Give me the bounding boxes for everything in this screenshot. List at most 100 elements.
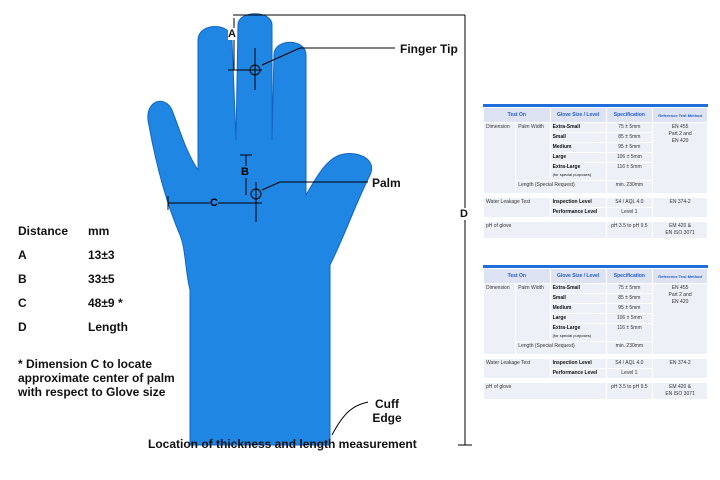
dimension-note-line: * Dimension C to locate <box>18 357 153 371</box>
table-cell-text: EN 455 <box>671 124 689 130</box>
table-cell: Performance Level <box>549 368 607 379</box>
table-cell-text: Part 2 and <box>668 131 692 137</box>
table-cell: Length (Special Request) <box>515 180 607 194</box>
table-cell: pH 3.5 to pH 9.5 <box>605 382 654 400</box>
distance-row: C 48±9 * <box>18 296 128 320</box>
distance-row: D Length <box>18 320 128 344</box>
table-cell: 75 ± 5mm <box>605 122 654 133</box>
dim-d-label: D <box>460 208 468 220</box>
table-cell: Reference Test Method <box>652 107 708 123</box>
table-cell: Glove Size / Level <box>549 268 607 284</box>
table-cell: Extra-Small <box>549 283 607 294</box>
table-cell: Medium <box>549 142 607 153</box>
table-top-bar <box>483 104 708 107</box>
table-cell: 85 ± 5mm <box>605 132 654 143</box>
table-cell: pH of glove <box>483 221 607 239</box>
palm-crosshair-icon <box>250 188 262 200</box>
distance-key: C <box>18 296 27 310</box>
table-cell: EN 374-2 <box>652 358 708 379</box>
table-cell: Extra-Small <box>549 122 607 133</box>
table-cell: 106 ± 5mm <box>605 313 654 324</box>
table-cell: Extra-Large (for special purposes) <box>549 162 607 181</box>
table-cell: Dimension <box>482 122 517 194</box>
table-cell: EN 374-2 <box>652 197 708 218</box>
table-cell-text: EN 455 <box>671 285 689 291</box>
table-cell: 116 ± 5mm <box>605 162 654 181</box>
table-cell: Extra-Large (for special purposes) <box>549 323 607 342</box>
table-cell: pH of glove <box>483 382 607 400</box>
table-cell: Medium <box>549 303 607 314</box>
table-cell-text: EN 420 <box>671 138 689 144</box>
table-cell-text: EN ISO 3071 <box>665 230 695 236</box>
table-cell: Inspection Level <box>549 358 607 369</box>
dim-c-label: C <box>210 197 218 209</box>
table-cell: Level 1 <box>605 207 654 218</box>
table-cell-text: Extra-Large <box>552 325 581 331</box>
table-cell: Test On <box>483 268 551 284</box>
table-cell-text: EM 420 & <box>669 223 692 229</box>
cuff-edge-label-line-2: Edge <box>372 411 402 425</box>
table-cell: 95 ± 5mm <box>605 142 654 153</box>
finger-tip-crosshair-icon <box>249 64 261 76</box>
table-cell-text: Extra-Large <box>552 164 581 170</box>
distance-value: Length <box>88 320 128 334</box>
table-cell: 85 ± 5mm <box>605 293 654 304</box>
table-cell: Glove Size / Level <box>549 107 607 123</box>
table-cell: Inspection Level <box>549 197 607 208</box>
table-cell: Water Leakage Test <box>483 197 551 218</box>
table-cell-text: EN 420 <box>671 299 689 305</box>
table-cell: Large <box>549 152 607 163</box>
table-cell: Reference Test Method <box>652 268 708 284</box>
table-cell-text: (for special purposes) <box>552 172 592 177</box>
dim-a-label: A <box>228 28 236 40</box>
table-cell-text: (for special purposes) <box>552 333 592 338</box>
table-cell-text: EN ISO 3071 <box>665 391 695 397</box>
table-cell: Large <box>549 313 607 324</box>
cuff-edge-label-line-1: Cuff <box>375 397 399 411</box>
table-cell: Length (Special Request) <box>515 341 607 355</box>
distance-value: 13±3 <box>88 248 115 262</box>
dimension-note-line: approximate center of palm <box>18 371 175 385</box>
table-cell: 106 ± 5mm <box>605 152 654 163</box>
table-cell: S4 / AQL 4.0 <box>605 358 654 369</box>
caption: Location of thickness and length measure… <box>148 437 417 451</box>
table-cell: EM 420 &EN ISO 3071 <box>652 382 708 400</box>
table-cell-text: Part 2 and <box>668 292 692 298</box>
table-cell: min. 230mm <box>605 341 654 355</box>
distance-row: B 33±5 <box>18 272 128 296</box>
table-cell: Palm Width <box>515 122 551 181</box>
table-cell: Specification <box>605 268 654 284</box>
table-cell: S4 / AQL 4.0 <box>605 197 654 208</box>
table-cell: pH 3.5 to pH 9.5 <box>605 221 654 239</box>
table-cell-text: EM 420 & <box>669 384 692 390</box>
distance-key: D <box>18 320 27 334</box>
distance-header: Distance <box>18 224 69 238</box>
table-cell: EM 420 &EN ISO 3071 <box>652 221 708 239</box>
table-cell: 75 ± 5mm <box>605 283 654 294</box>
table-cell: Level 1 <box>605 368 654 379</box>
glove-shape <box>147 13 373 446</box>
distance-value: 33±5 <box>88 272 115 286</box>
table-cell: Test On <box>483 107 551 123</box>
distance-value: 48±9 * <box>88 296 123 310</box>
distance-key: B <box>18 272 27 286</box>
table-cell: Water Leakage Test <box>483 358 551 379</box>
table-cell: Dimension <box>482 283 517 355</box>
table-cell: min. 230mm <box>605 180 654 194</box>
table-cell: 95 ± 5mm <box>605 303 654 314</box>
table-top-bar <box>483 265 708 268</box>
table-cell: Specification <box>605 107 654 123</box>
dim-b-label: B <box>241 166 249 178</box>
table-cell: Palm Width <box>515 283 551 342</box>
